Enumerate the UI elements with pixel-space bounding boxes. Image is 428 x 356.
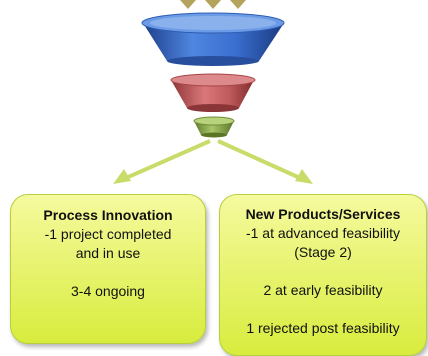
new-products-services-box: New Products/Services -1 at advanced fea… bbox=[219, 194, 427, 356]
input-arrow-1 bbox=[180, 0, 196, 9]
process-innovation-line-2: and in use bbox=[75, 245, 141, 261]
input-arrow-2 bbox=[205, 0, 221, 9]
process-innovation-box: Process Innovation -1 project completed … bbox=[10, 194, 206, 344]
output-arrows bbox=[113, 139, 313, 184]
funnel-top-layer bbox=[141, 12, 285, 66]
arrow-right-head bbox=[295, 169, 313, 184]
arrow-left bbox=[125, 139, 211, 180]
new-products-line-3: 2 at early feasibility bbox=[263, 282, 383, 298]
new-products-line-1: -1 at advanced feasibility bbox=[245, 225, 401, 241]
new-products-line-4: 1 rejected post feasibility bbox=[246, 320, 400, 336]
new-products-title: New Products/Services bbox=[245, 206, 401, 222]
input-arrow-3 bbox=[230, 0, 246, 9]
input-arrows bbox=[180, 0, 246, 9]
arrow-left-head bbox=[113, 169, 131, 184]
arrow-right bbox=[217, 139, 301, 180]
new-products-line-2: (Stage 2) bbox=[294, 244, 352, 260]
funnel-bottom-layer bbox=[193, 116, 235, 138]
funnel-middle-layer bbox=[170, 73, 256, 112]
process-innovation-title: Process Innovation bbox=[43, 207, 173, 223]
process-innovation-line-1: -1 project completed bbox=[44, 226, 172, 242]
process-innovation-line-3: 3-4 ongoing bbox=[71, 283, 145, 299]
